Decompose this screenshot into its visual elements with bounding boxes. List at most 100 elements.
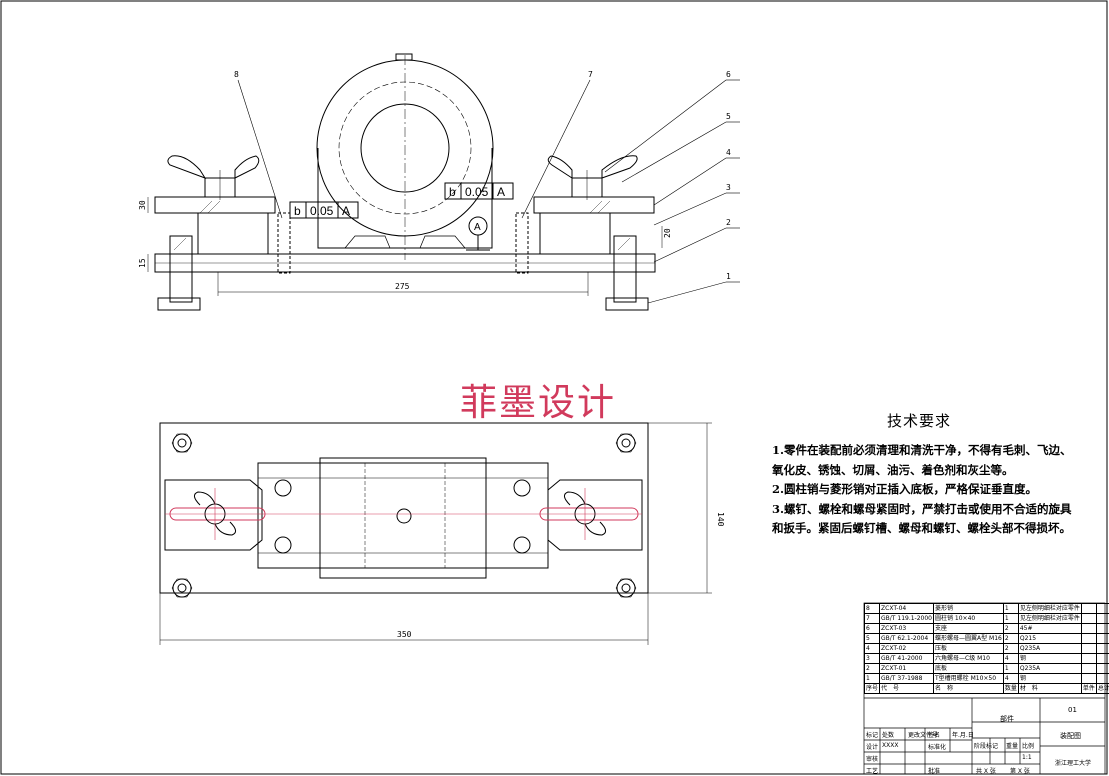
- bom-qty: 2: [1002, 623, 1019, 634]
- bom-header-code: 代 号: [879, 683, 934, 694]
- bom-total-weight: [1095, 623, 1109, 634]
- tech-line-3: 2.圆柱销与菱形销对正插入底板，严格保证垂直度。: [772, 482, 1038, 496]
- bom-code: ZCXT-04: [879, 603, 934, 614]
- tb-sign: 签名: [928, 732, 941, 739]
- tol-left-datum: A: [342, 204, 350, 218]
- bom-total-weight: [1095, 603, 1109, 614]
- watermark: 菲墨设计: [460, 381, 616, 424]
- bom-code: GB/T 62.1-2004: [879, 633, 934, 644]
- bom-name: 支座: [933, 623, 1004, 634]
- tol-right-symbol: b: [449, 185, 456, 199]
- left-support: [197, 212, 269, 255]
- tb-part-label: 部件: [1000, 715, 1014, 723]
- bom-total-weight: [1095, 653, 1109, 664]
- bom-header-name: 名 称: [933, 683, 1004, 694]
- bom-qty: 4: [1002, 653, 1019, 664]
- tb-mark: 标记: [866, 732, 879, 739]
- tech-line-2: 氧化皮、锈蚀、切屑、油污、着色剂和灰尘等。: [772, 462, 1014, 477]
- bom-material: 钢: [1017, 673, 1082, 684]
- bom-qty: 1: [1002, 603, 1019, 614]
- tb-weight: 重量: [1006, 743, 1019, 750]
- left-clamp: [164, 479, 263, 551]
- right-support: [539, 212, 611, 255]
- tb-drawing-name: 装配图: [1060, 732, 1081, 740]
- leader-lines: [237, 79, 740, 304]
- bom-material: 45#: [1017, 623, 1082, 634]
- tech-line-1: 1.零件在装配前必须清理和清洗干净，不得有毛刺、飞边、: [772, 443, 1072, 457]
- bom-material: 见左侧明细栏对应零件: [1017, 603, 1082, 614]
- bom-name: 菱形销: [933, 603, 1004, 614]
- bom-qty: 2: [1002, 643, 1019, 654]
- bom-total-weight: [1095, 613, 1109, 624]
- tb-change-doc: 更改文件号: [908, 732, 939, 739]
- bom-header-no: 序号: [863, 683, 881, 694]
- pin-right: [515, 212, 529, 274]
- bom-code: GB/T 37-1988: [879, 673, 934, 684]
- bom-no: 8: [863, 603, 881, 614]
- tb-sheets: 共 X 张: [976, 768, 996, 775]
- tb-review: 审核: [866, 756, 879, 763]
- balloon-7: 7: [588, 70, 593, 79]
- bom-name: 圆柱销 10×40: [933, 613, 1004, 624]
- bom-no: 1: [863, 673, 881, 684]
- tol-left-value: 0.05: [310, 204, 334, 218]
- balloon-8: 8: [234, 70, 239, 79]
- tb-school: 浙江理工大学: [1055, 760, 1092, 767]
- bom-header-unit: 单件: [1080, 683, 1097, 694]
- dim-275: 275: [395, 282, 410, 291]
- balloon-4: 4: [726, 148, 731, 157]
- bom-qty: 4: [1002, 673, 1019, 684]
- balloon-3: 3: [726, 183, 731, 192]
- bom-name: 底板: [933, 663, 1004, 674]
- bom-code: ZCXT-03: [879, 623, 934, 634]
- tb-scale: 比例: [1022, 743, 1035, 750]
- corner-nut-bl: [171, 578, 193, 598]
- pin-left: [277, 212, 291, 274]
- tb-design-name: XXXX: [882, 742, 899, 749]
- dim-350: 350: [397, 630, 412, 639]
- bom-unit-weight: [1080, 603, 1097, 614]
- corner-nut-br: [615, 578, 637, 598]
- bom-material: 钢: [1017, 653, 1082, 664]
- tech-line-5: 和扳手。紧固后螺钉槽、螺母和螺钉、螺栓头部不得损坏。: [772, 521, 1071, 535]
- left-t-bolt: [169, 235, 193, 303]
- tb-count: 处数: [882, 732, 895, 739]
- bom-no: 5: [863, 633, 881, 644]
- bom-name: 蝶形螺母—圆翼A型 M16: [933, 633, 1004, 644]
- tolerance-frame-left: [289, 201, 359, 219]
- bom-material: Q235A: [1017, 643, 1082, 654]
- tb-design: 设计: [866, 744, 879, 751]
- tb-standard: 标准化: [928, 744, 947, 751]
- bom-no: 4: [863, 643, 881, 654]
- balloon-2: 2: [726, 218, 731, 227]
- corner-nut-tl: [171, 433, 193, 453]
- top-base-plate: [159, 422, 649, 594]
- tolerance-frame-right: [444, 182, 514, 200]
- dim-20: 20: [663, 228, 672, 238]
- dim-30: 30: [138, 200, 147, 210]
- bom-material: 见左侧明细栏对应零件: [1017, 613, 1082, 624]
- tb-date: 年.月.日: [952, 732, 974, 739]
- left-wing-nut: [167, 155, 260, 198]
- bom-header-mat: 材 料: [1017, 683, 1082, 694]
- balloon-6: 6: [726, 70, 731, 79]
- bom-unit-weight: [1080, 633, 1097, 644]
- tb-approve: 批准: [928, 768, 941, 775]
- bom-name: 压板: [933, 643, 1004, 654]
- bom-unit-weight: [1080, 663, 1097, 674]
- right-wing-nut: [547, 155, 638, 198]
- tol-right-datum: A: [497, 185, 505, 199]
- bom-no: 7: [863, 613, 881, 624]
- tb-process: 工艺: [866, 768, 879, 775]
- bom-header-total: 总计: [1095, 683, 1109, 694]
